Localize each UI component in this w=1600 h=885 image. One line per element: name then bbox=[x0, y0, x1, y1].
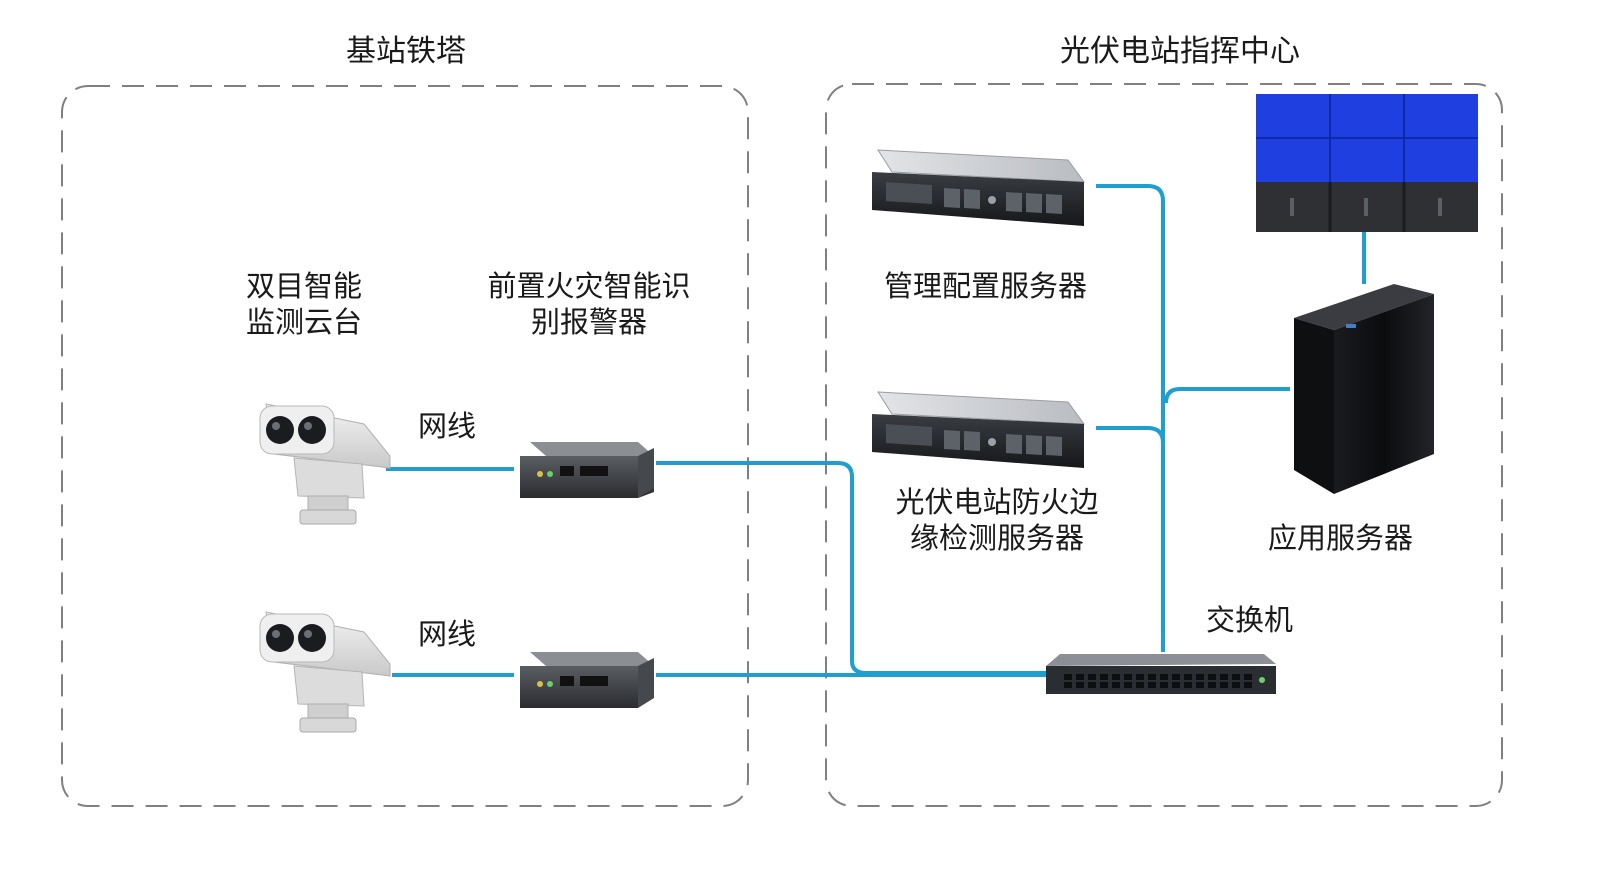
alarm-box-2-icon bbox=[520, 652, 654, 708]
edge-server-label-line-2: 缘检测服务器 bbox=[909, 521, 1084, 555]
alarm-box-1-icon bbox=[520, 442, 654, 498]
cable-label-1: 网线 bbox=[418, 409, 477, 443]
camera-2-icon bbox=[259, 611, 391, 733]
link-alarm1-switch bbox=[656, 461, 1048, 675]
tower-group-title: 基站铁塔 bbox=[346, 34, 466, 69]
mgmt-server-label: 管理配置服务器 bbox=[884, 269, 1088, 303]
mgmt-rack-server-icon bbox=[872, 149, 1086, 226]
alarm-label-line-2: 别报警器 bbox=[530, 305, 647, 339]
link-edge-server-trunk bbox=[1096, 426, 1165, 444]
switch-label: 交换机 bbox=[1206, 603, 1294, 637]
app-server-label: 应用服务器 bbox=[1268, 521, 1414, 555]
app-tower-server-icon bbox=[1294, 284, 1434, 494]
edge-rack-server-icon bbox=[872, 391, 1086, 468]
camera-label-line-2: 监测云台 bbox=[245, 305, 362, 339]
alarm-label-line-1: 前置火灾智能识 bbox=[487, 269, 691, 303]
camera-1-icon bbox=[259, 403, 391, 525]
edge-server-label-line-1: 光伏电站防火边 bbox=[895, 485, 1099, 519]
camera-label-line-1: 双目智能 bbox=[245, 269, 362, 303]
center-group-title: 光伏电站指挥中心 bbox=[1060, 34, 1300, 69]
network-links bbox=[386, 184, 1366, 677]
cable-label-2: 网线 bbox=[418, 617, 477, 651]
network-switch-icon bbox=[1046, 654, 1276, 694]
center-group-boundary bbox=[825, 83, 1503, 807]
video-wall-icon bbox=[1256, 94, 1478, 232]
link-mgmt-server-trunk bbox=[1096, 184, 1165, 652]
camera-label: 双目智能 监测云台 bbox=[234, 268, 374, 340]
edge-server-label: 光伏电站防火边 缘检测服务器 bbox=[886, 484, 1108, 556]
link-app-server-trunk bbox=[1164, 387, 1290, 404]
tower-group-boundary bbox=[61, 85, 749, 807]
alarm-label: 前置火灾智能识 别报警器 bbox=[478, 268, 700, 340]
